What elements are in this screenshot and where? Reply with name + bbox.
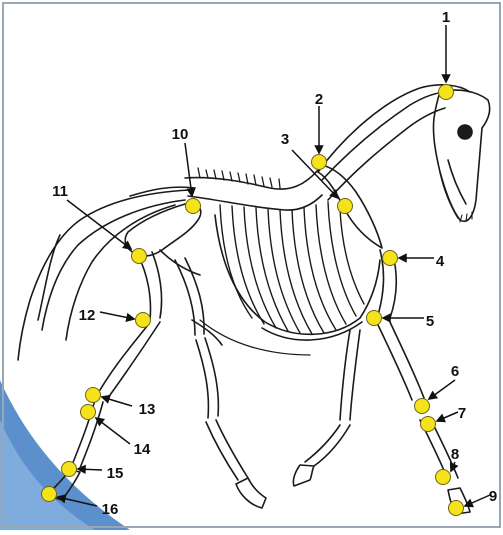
joint-marker-14 (81, 405, 96, 420)
label-10: 10 (172, 126, 189, 143)
joint-marker-15 (62, 462, 77, 477)
joint-marker-9 (449, 501, 464, 516)
label-3: 3 (281, 131, 289, 148)
label-8: 8 (451, 446, 459, 463)
label-1: 1 (442, 9, 450, 26)
joint-marker-4 (383, 251, 398, 266)
label-6: 6 (451, 363, 459, 380)
label-4: 4 (436, 253, 445, 270)
joint-marker-13 (86, 388, 101, 403)
label-13: 13 (139, 401, 156, 418)
label-15: 15 (107, 465, 124, 482)
joint-marker-3 (338, 199, 353, 214)
label-11: 11 (52, 183, 68, 200)
joint-marker-12 (136, 313, 151, 328)
joint-marker-5 (367, 311, 382, 326)
joint-marker-11 (132, 249, 147, 264)
joint-marker-16 (42, 487, 57, 502)
label-7: 7 (458, 405, 466, 422)
joint-marker-7 (421, 417, 436, 432)
label-2: 2 (315, 91, 323, 108)
joint-marker-2 (312, 155, 327, 170)
label-5: 5 (426, 313, 434, 330)
label-16: 16 (102, 501, 119, 518)
eye-socket (458, 125, 472, 139)
label-12: 12 (79, 307, 96, 324)
label-14: 14 (134, 441, 151, 458)
joint-marker-1 (439, 85, 454, 100)
label-9: 9 (489, 488, 497, 505)
joint-marker-10 (186, 199, 201, 214)
joint-marker-8 (436, 470, 451, 485)
joint-marker-6 (415, 399, 430, 414)
